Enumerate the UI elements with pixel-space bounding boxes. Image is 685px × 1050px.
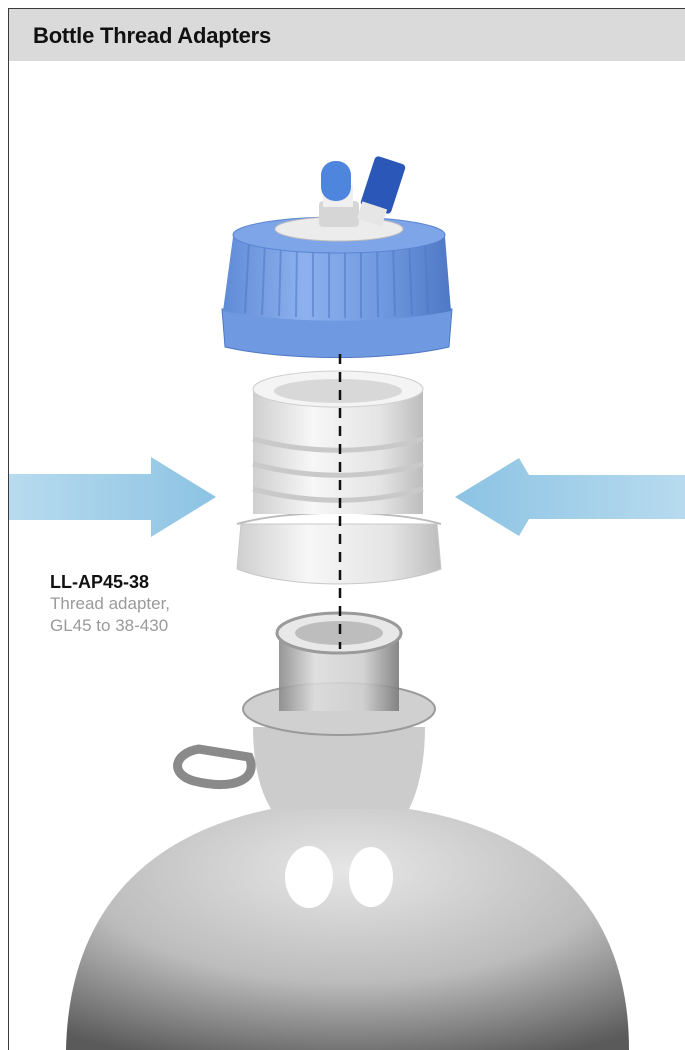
left-arrow-icon — [9, 457, 216, 537]
page-frame: Bottle Thread Adapters LL-AP45-38 Thread… — [8, 8, 685, 1050]
right-arrow-icon — [455, 458, 685, 536]
page-title: Bottle Thread Adapters — [33, 23, 271, 49]
product-illustration — [9, 9, 685, 1050]
cap-with-ports — [222, 155, 452, 357]
part-callout: LL-AP45-38 Thread adapter, GL45 to 38-43… — [50, 571, 170, 637]
part-description-line2: GL45 to 38-430 — [50, 615, 170, 637]
part-number: LL-AP45-38 — [50, 571, 170, 593]
part-description-line1: Thread adapter, — [50, 593, 170, 615]
glass-bottle — [66, 613, 629, 1050]
header-bar: Bottle Thread Adapters — [9, 9, 685, 61]
